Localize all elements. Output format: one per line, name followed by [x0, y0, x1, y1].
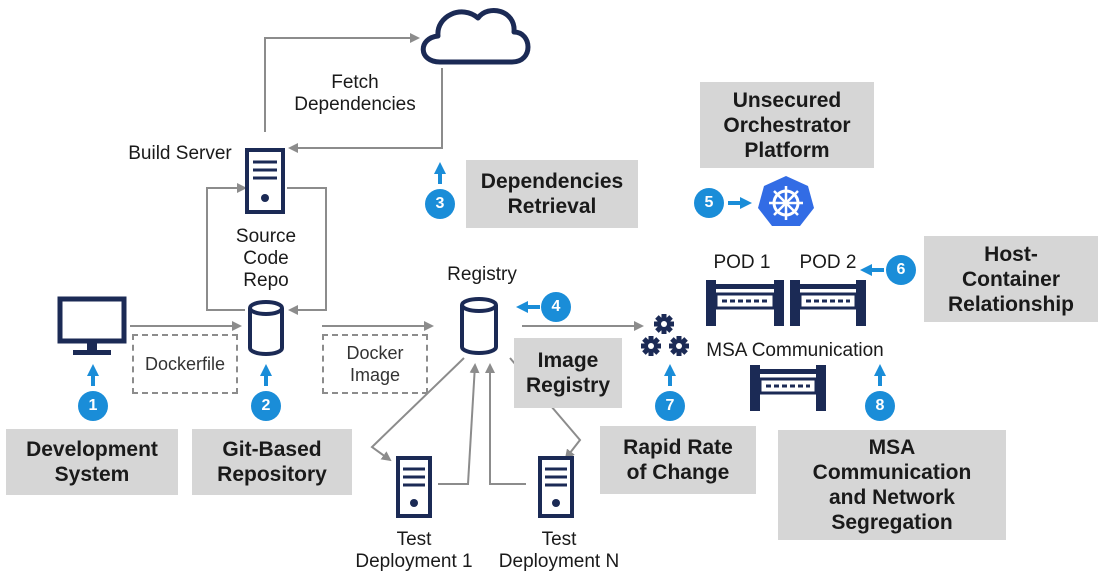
- badge-4: 4: [541, 292, 571, 322]
- badge-8: 8: [865, 391, 895, 421]
- docker-image-artifact: Docker Image: [322, 334, 428, 394]
- callout-development-system-text: Development System: [26, 438, 158, 486]
- badge-3: 3: [425, 189, 455, 219]
- build-to-repo-line: [287, 187, 327, 315]
- test1-to-registry-line: [438, 363, 480, 485]
- pod-1-label: POD 1: [713, 252, 771, 273]
- callout-image-registry: Image Registry: [514, 338, 622, 408]
- repo-to-build-line: [206, 183, 247, 311]
- callout-unsecured-orchestrator-text: Unsecured Orchestrator Platform: [723, 88, 851, 162]
- gears-icon: [641, 314, 689, 356]
- test-server-1-icon: [396, 456, 432, 518]
- pod-1-rack-icon: [706, 280, 784, 326]
- cloud-icon: [420, 8, 531, 65]
- callout-msa-segregation-text: MSA Communication and Network Segregatio…: [812, 436, 972, 534]
- registry-label: Registry: [447, 264, 517, 285]
- network-switch-icon: [750, 365, 826, 411]
- callout-image-registry-text: Image Registry: [525, 349, 611, 397]
- registry-database-icon: [460, 297, 498, 355]
- callout-msa-segregation: MSA Communication and Network Segregatio…: [778, 430, 1006, 540]
- badge-5: 5: [694, 188, 724, 218]
- fetch-dependencies-label: Fetch Dependencies: [294, 72, 416, 115]
- callout-dependencies-retrieval-text: Dependencies Retrieval: [480, 170, 624, 218]
- docker-image-text: Docker Image: [346, 343, 404, 385]
- dockerfile-text: Dockerfile: [144, 354, 226, 374]
- callout-unsecured-orchestrator: Unsecured Orchestrator Platform: [700, 82, 874, 168]
- pod-2-rack-icon: [790, 280, 866, 326]
- source-code-repo-label: Source Code Repo: [235, 226, 297, 291]
- build-server-label: Build Server: [128, 143, 232, 164]
- pod-2-label: POD 2: [799, 252, 857, 273]
- test-deployment-n-label: Test Deployment N: [498, 529, 620, 572]
- kubernetes-icon: [758, 176, 814, 226]
- fetch-back-line: [288, 68, 443, 153]
- badge-1: 1: [78, 391, 108, 421]
- callout-git-based-repository-text: Git-Based Repository: [217, 438, 327, 486]
- callout-host-container-text: Host- Container Relationship: [947, 242, 1074, 316]
- callout-dependencies-retrieval: Dependencies Retrieval: [466, 160, 638, 228]
- registry-to-test1-line: [370, 357, 465, 462]
- callout-git-based-repository: Git-Based Repository: [192, 429, 352, 495]
- dockerfile-artifact: Dockerfile: [132, 334, 238, 394]
- blue-pointer-arrows: [87, 162, 886, 386]
- test-server-n-icon: [538, 456, 574, 518]
- callout-rapid-rate: Rapid Rate of Change: [600, 426, 756, 494]
- testn-to-registry-line: [485, 363, 526, 485]
- badge-7: 7: [655, 391, 685, 421]
- monitor-icon: [57, 296, 127, 355]
- fetch-out-line: [264, 33, 420, 132]
- badge-6: 6: [886, 255, 916, 285]
- build-server-icon: [245, 148, 285, 214]
- callout-rapid-rate-text: Rapid Rate of Change: [623, 436, 733, 484]
- msa-communication-label: MSA Communication: [706, 340, 884, 361]
- source-repo-database-icon: [248, 300, 284, 356]
- test-deployment-1-label: Test Deployment 1: [355, 529, 473, 572]
- callout-host-container: Host- Container Relationship: [924, 236, 1098, 322]
- callout-development-system: Development System: [6, 429, 178, 495]
- badge-2: 2: [251, 391, 281, 421]
